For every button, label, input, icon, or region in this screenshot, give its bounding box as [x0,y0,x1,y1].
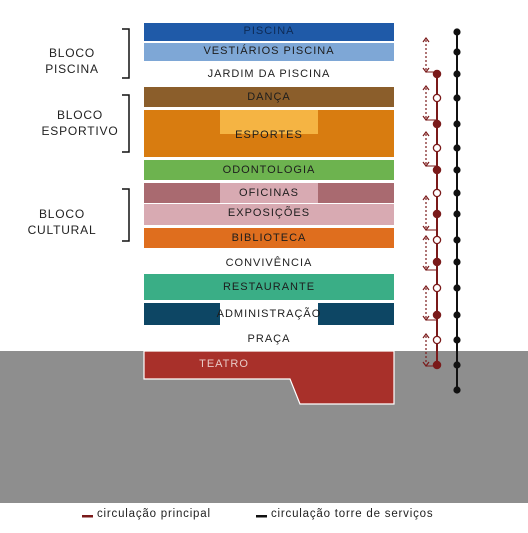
dashed-arrow-icon [422,195,437,231]
floor-label-piscina: PISCINA [243,25,295,37]
floor-bar-oficinas-inner [220,183,318,203]
floor-bar-vestiarios [144,43,394,61]
floor-label-vestiarios: VESTIÁRIOS PISCINA [203,45,335,57]
floor-label-biblioteca: BIBLIOTECA [231,232,307,244]
main-stop-icon [432,360,442,370]
service-stop-icon [453,210,461,218]
main-stop-icon [432,310,442,320]
main-stop-icon [432,335,442,345]
floor-bar-restaurante [144,274,394,300]
main-stop-icon [432,93,442,103]
floor-bar-esportes-inner [220,110,318,134]
floor-label-jardim: JARDIM DA PISCINA [207,68,331,80]
group-label-cultural: BLOCO CULTURAL [27,207,97,237]
floor-bar-exposicoes [144,204,394,225]
service-stop-icon [453,28,461,36]
dashed-arrow-icon [422,37,437,73]
floor-label-esportes: ESPORTES [235,129,303,141]
bracket-icon [122,28,130,79]
main-stop-icon [432,283,442,293]
floor-label-praca: PRAÇA [247,333,291,345]
service-stop-icon [453,144,461,152]
service-stop-icon [453,258,461,266]
main-stop-icon [432,69,442,79]
service-stop-icon [453,94,461,102]
dashed-arrow-icon [422,85,437,121]
service-stop-icon [453,189,461,197]
service-stop-icon [453,284,461,292]
dashed-arrow-icon [422,131,437,167]
floor-bar-danca [144,87,394,107]
group-label-piscina: BLOCO PISCINA [45,46,99,76]
service-stop-icon [453,166,461,174]
floor-label-oficinas: OFICINAS [239,187,299,199]
main-stop-icon [432,235,442,245]
dashed-arrow-icon [422,333,437,367]
bracket-icon [122,188,130,242]
main-stop-icon [432,119,442,129]
floor-label-danca: DANÇA [247,91,291,103]
dashed-arrow-icon [422,235,437,271]
service-stop-icon [453,236,461,244]
floor-label-administracao: ADMINISTRAÇÃO [216,308,322,320]
floor-bar-biblioteca [144,228,394,248]
floor-label-restaurante: RESTAURANTE [222,281,316,293]
floor-bar-administracao-inner [220,303,318,325]
legend-main-circulation: circulação principal [97,508,211,520]
service-stop-icon [453,120,461,128]
floor-bar-teatro [143,350,395,405]
service-stop-icon [453,70,461,78]
floor-bar-odontologia [144,160,394,180]
floor-label-convivencia: CONVIVÊNCIA [225,257,313,269]
group-label-esportivo: BLOCO ESPORTIVO [40,107,120,139]
legend-swatch-service [256,515,267,518]
service-stop-icon [453,48,461,56]
service-stop-icon [453,386,461,394]
floor-label-exposicoes: EXPOSIÇÕES [227,207,311,219]
service-stop-icon [453,361,461,369]
legend-service-circulation: circulação torre de serviços [271,508,434,520]
dashed-arrow-icon [422,285,437,321]
bracket-icon [122,94,130,153]
floor-bar-piscina [144,23,394,41]
service-stop-icon [453,311,461,319]
service-stop-icon [453,336,461,344]
main-stop-icon [432,188,442,198]
main-stop-icon [432,209,442,219]
main-stop-icon [432,257,442,267]
group-label-esportivo-line1: BLOCO [56,108,103,122]
floor-label-odontologia: ODONTOLOGIA [222,164,316,176]
main-stop-icon [432,143,442,153]
floor-label-teatro: TEATRO [199,358,249,370]
group-label-esportivo-line2: ESPORTIVO [41,124,119,138]
legend-swatch-main [82,515,93,518]
main-stop-icon [432,165,442,175]
